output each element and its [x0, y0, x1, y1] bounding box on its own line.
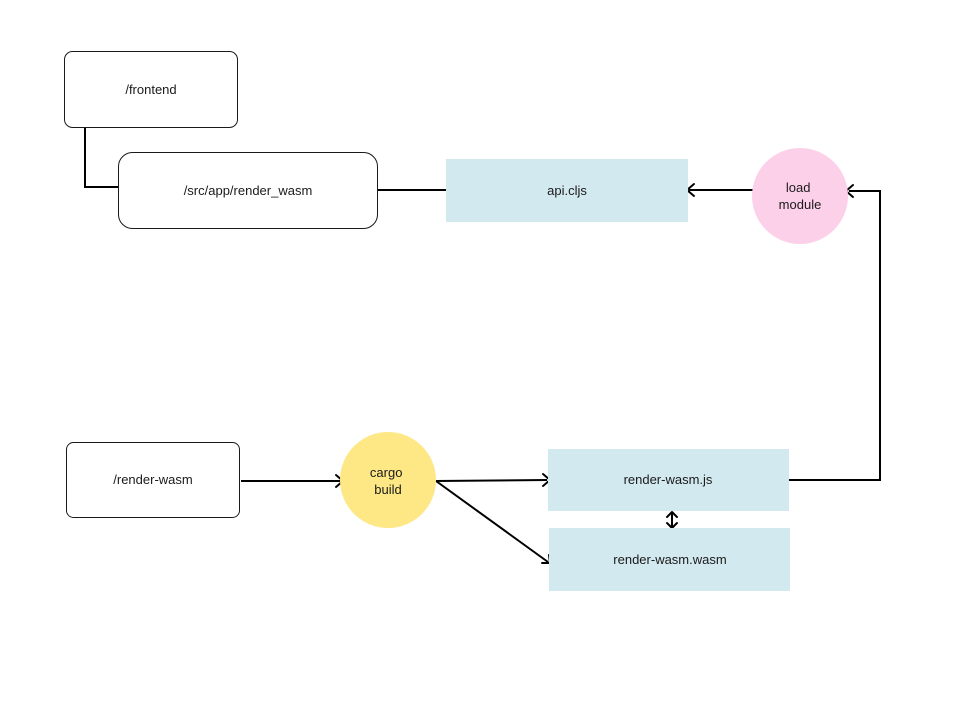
render-wasm-js-node: render-wasm.js	[548, 449, 789, 511]
src-app-render-wasm-label: /src/app/render_wasm	[184, 183, 313, 198]
cargo-build-label: cargo build	[370, 465, 406, 497]
load-module-node: load module	[752, 148, 848, 244]
render-wasm-wasm-label: render-wasm.wasm	[613, 552, 726, 567]
cargo-to-wasm-arrow	[435, 480, 549, 563]
render-wasm-dir-label: /render-wasm	[113, 472, 192, 487]
api-cljs-label: api.cljs	[547, 183, 587, 198]
frontend-node: /frontend	[64, 51, 238, 128]
api-cljs-node: api.cljs	[446, 159, 688, 222]
load-module-label: load module	[779, 180, 822, 212]
frontend-label: /frontend	[125, 82, 176, 97]
render-wasm-dir-node: /render-wasm	[66, 442, 240, 518]
cargo-to-js-arrow	[435, 479, 548, 482]
render-wasm-js-label: render-wasm.js	[624, 472, 713, 487]
cargo-build-node: cargo build	[340, 432, 436, 528]
js-to-load-module-arrow	[786, 190, 881, 481]
src-app-render-wasm-node: /src/app/render_wasm	[118, 152, 378, 229]
arrowhead-up	[666, 511, 678, 518]
frontend-to-src-connector	[84, 127, 119, 188]
render-wasm-wasm-node: render-wasm.wasm	[549, 528, 790, 591]
